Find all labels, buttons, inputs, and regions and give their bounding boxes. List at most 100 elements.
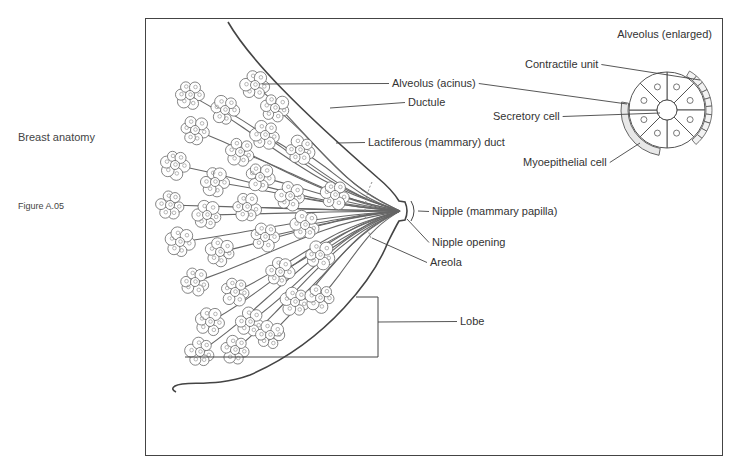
alveolus-lumen — [243, 350, 247, 354]
leader-line — [479, 84, 627, 105]
alveolus-lumen — [237, 204, 241, 208]
lobule — [192, 200, 221, 228]
alveolus-lumen — [242, 158, 246, 162]
alveolus-lumen — [180, 249, 184, 253]
alveolus-lumen — [205, 343, 209, 347]
alveolus-lumen — [202, 283, 206, 287]
alveolus-circle — [276, 268, 285, 277]
alveolus-lumen — [300, 214, 304, 218]
lobule — [195, 308, 224, 336]
alveolus-circle — [166, 201, 175, 210]
alveolus-circle — [268, 339, 278, 349]
alveolus-lumen — [219, 250, 223, 254]
alveolus-lumen — [203, 204, 207, 208]
secretory-cell — [640, 72, 667, 103]
alveolus-lumen — [240, 341, 244, 345]
alveolus-lumen — [234, 290, 238, 294]
alveolus-lumen — [219, 172, 223, 176]
alveolus-lumen — [264, 235, 268, 239]
alveolus-lumen — [218, 115, 222, 119]
alveolus-lumen — [283, 200, 287, 204]
alveolus-lumen — [302, 302, 306, 306]
alveolus-lumen — [265, 104, 269, 108]
cell-nucleus — [687, 117, 693, 123]
alveolus-lumen — [202, 358, 206, 362]
part-label: Contractile unit — [525, 58, 598, 71]
alveolus-lumen — [327, 199, 331, 203]
alveolus-lumen — [262, 339, 266, 343]
alveolus-lumen — [214, 180, 218, 184]
alveolus-lumen — [172, 211, 176, 215]
alveolus-lumen — [270, 126, 274, 130]
leader-line — [601, 65, 700, 81]
alveolus-lumen — [272, 341, 276, 345]
alveolus-lumen — [175, 172, 179, 176]
alveolus-lumen — [246, 205, 250, 209]
part-label: Ductule — [408, 96, 445, 109]
alveolus-lumen — [224, 108, 228, 112]
alveolus-lumen — [288, 307, 292, 311]
alveolus-lumen — [296, 188, 300, 192]
lobule — [185, 337, 214, 365]
alveolus-lumen — [329, 185, 333, 189]
lactiferous-duct — [300, 150, 400, 211]
lobule — [233, 193, 262, 221]
alveolus-lumen — [298, 308, 302, 312]
alveolus-lumen — [197, 213, 201, 217]
lactiferous-duct — [235, 211, 400, 350]
alveolus-lumen — [179, 156, 183, 160]
alveolus-lumen — [209, 221, 213, 225]
alveolus-lumen — [302, 156, 306, 160]
nipple-bracket — [411, 201, 414, 221]
alveolus-lumen — [216, 188, 220, 192]
alveolus-lumen — [228, 296, 232, 300]
alveolus-circle — [216, 248, 225, 257]
cell-nucleus — [674, 130, 680, 136]
alveolus-circle — [316, 251, 325, 260]
alveolus-circle — [236, 148, 245, 157]
alveolus-circle — [246, 318, 255, 327]
alveolus-lumen — [291, 291, 295, 295]
cell-nucleus — [654, 130, 660, 136]
alveolus-lumen — [214, 215, 218, 219]
alveolus-lumen — [276, 114, 280, 118]
alveolus-lumen — [268, 141, 272, 145]
alveolus-lumen — [255, 132, 259, 136]
alveolus-lumen — [265, 169, 269, 173]
lobule — [266, 257, 295, 285]
alveolus-circle — [316, 294, 325, 303]
alveolus-lumen — [255, 232, 259, 236]
alveolus-lumen — [247, 153, 251, 157]
alveolus-lumen — [225, 286, 229, 290]
part-label: Areola — [430, 256, 462, 269]
lobule — [226, 138, 254, 166]
alveolus-lumen — [269, 228, 273, 232]
alveolus-lumen — [325, 190, 329, 194]
cell-nucleus — [674, 84, 680, 90]
alveolus-lumen — [200, 122, 204, 126]
alveolus-circle — [191, 278, 200, 287]
alveolus-lumen — [191, 271, 195, 275]
alveolus-lumen — [160, 202, 164, 206]
lobule — [161, 151, 191, 180]
alveolus-lumen — [198, 93, 202, 97]
alveolus-lumen — [290, 147, 294, 151]
lobule — [156, 191, 184, 219]
alveolus-lumen — [249, 213, 253, 217]
alveolus-lumen — [245, 82, 249, 86]
alveolus-circle — [301, 221, 310, 230]
areola-outline — [365, 182, 372, 240]
lactiferous-duct — [190, 95, 400, 211]
alveolus-lumen — [191, 101, 195, 105]
lactiferous-duct — [275, 108, 400, 211]
alveolus-lumen — [308, 231, 312, 235]
alveolus-lumen — [202, 325, 206, 329]
alveolus-lumen — [212, 328, 216, 332]
leader-line — [407, 219, 429, 243]
alveolus-lumen — [174, 195, 178, 199]
alveolus-lumen — [270, 98, 274, 102]
alveolus-lumen — [299, 230, 303, 234]
alveolus-lumen — [254, 182, 258, 186]
alveolus-lumen — [176, 231, 180, 235]
